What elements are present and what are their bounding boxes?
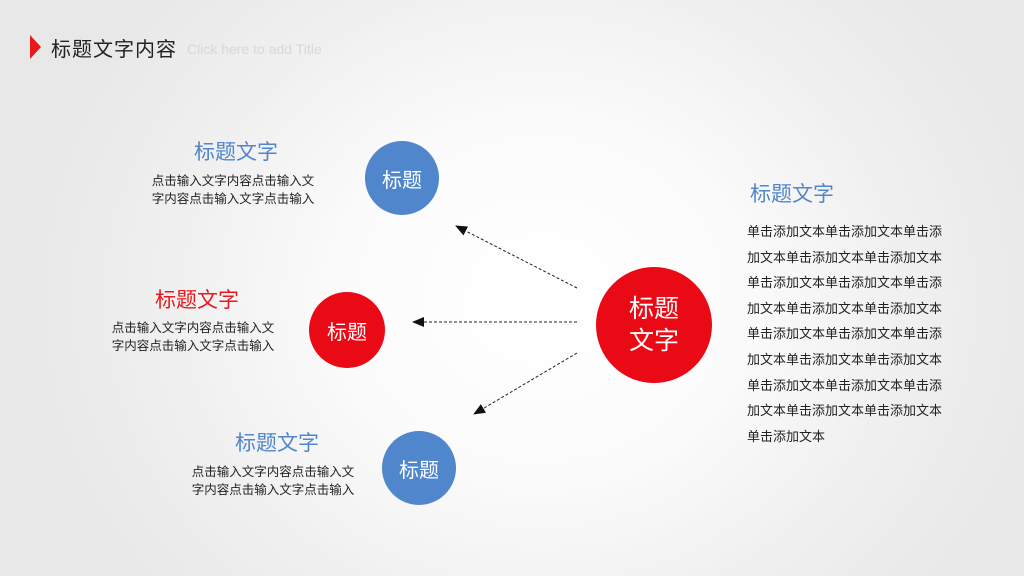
right-panel-title: 标题文字 <box>750 182 834 206</box>
node-bottom-circle-label: 标题 <box>399 457 439 482</box>
center-node-line1: 标题 <box>628 294 679 323</box>
header-triangle-icon <box>30 35 41 59</box>
node-top-circle[interactable]: 标题 <box>365 141 439 215</box>
slide-subtitle: Click here to add Title <box>187 41 322 57</box>
node-middle-title: 标题文字 <box>155 288 239 312</box>
arrow-to-bottom-node <box>473 352 578 415</box>
center-node-line2: 文字 <box>628 326 679 355</box>
node-top-title: 标题文字 <box>194 140 278 164</box>
node-middle-desc: 点击输入文字内容点击输入文 字内容点击输入文字点击输入 <box>98 319 288 355</box>
node-middle-circle[interactable]: 标题 <box>309 292 385 368</box>
node-top-desc-line2: 字内容点击输入文字点击输入 <box>151 191 315 206</box>
node-bottom-desc-line2: 字内容点击输入文字点击输入 <box>191 482 355 497</box>
node-bottom-title: 标题文字 <box>235 431 319 455</box>
slide-title: 标题文字内容 <box>51 36 177 61</box>
node-middle-desc-line1: 点击输入文字内容点击输入文 <box>111 320 275 335</box>
node-top-desc: 点击输入文字内容点击输入文 字内容点击输入文字点击输入 <box>138 172 328 208</box>
node-top-desc-line1: 点击输入文字内容点击输入文 <box>151 173 315 188</box>
node-bottom-circle[interactable]: 标题 <box>382 431 456 505</box>
slide-header: 标题文字内容 Click here to add Title <box>30 33 322 61</box>
node-middle-desc-line2: 字内容点击输入文字点击输入 <box>111 338 275 353</box>
right-panel-body: 单击添加文本单击添加文本单击添加文本单击添加文本单击添加文本单击添加文本单击添加… <box>747 225 943 445</box>
arrow-to-top-node <box>455 225 578 289</box>
node-middle-circle-label: 标题 <box>327 319 367 344</box>
node-bottom-desc-line1: 点击输入文字内容点击输入文 <box>191 464 355 479</box>
node-bottom-desc: 点击输入文字内容点击输入文 字内容点击输入文字点击输入 <box>178 463 368 499</box>
node-top-circle-label: 标题 <box>382 167 422 192</box>
center-node-circle[interactable]: 标题 文字 <box>596 267 712 383</box>
